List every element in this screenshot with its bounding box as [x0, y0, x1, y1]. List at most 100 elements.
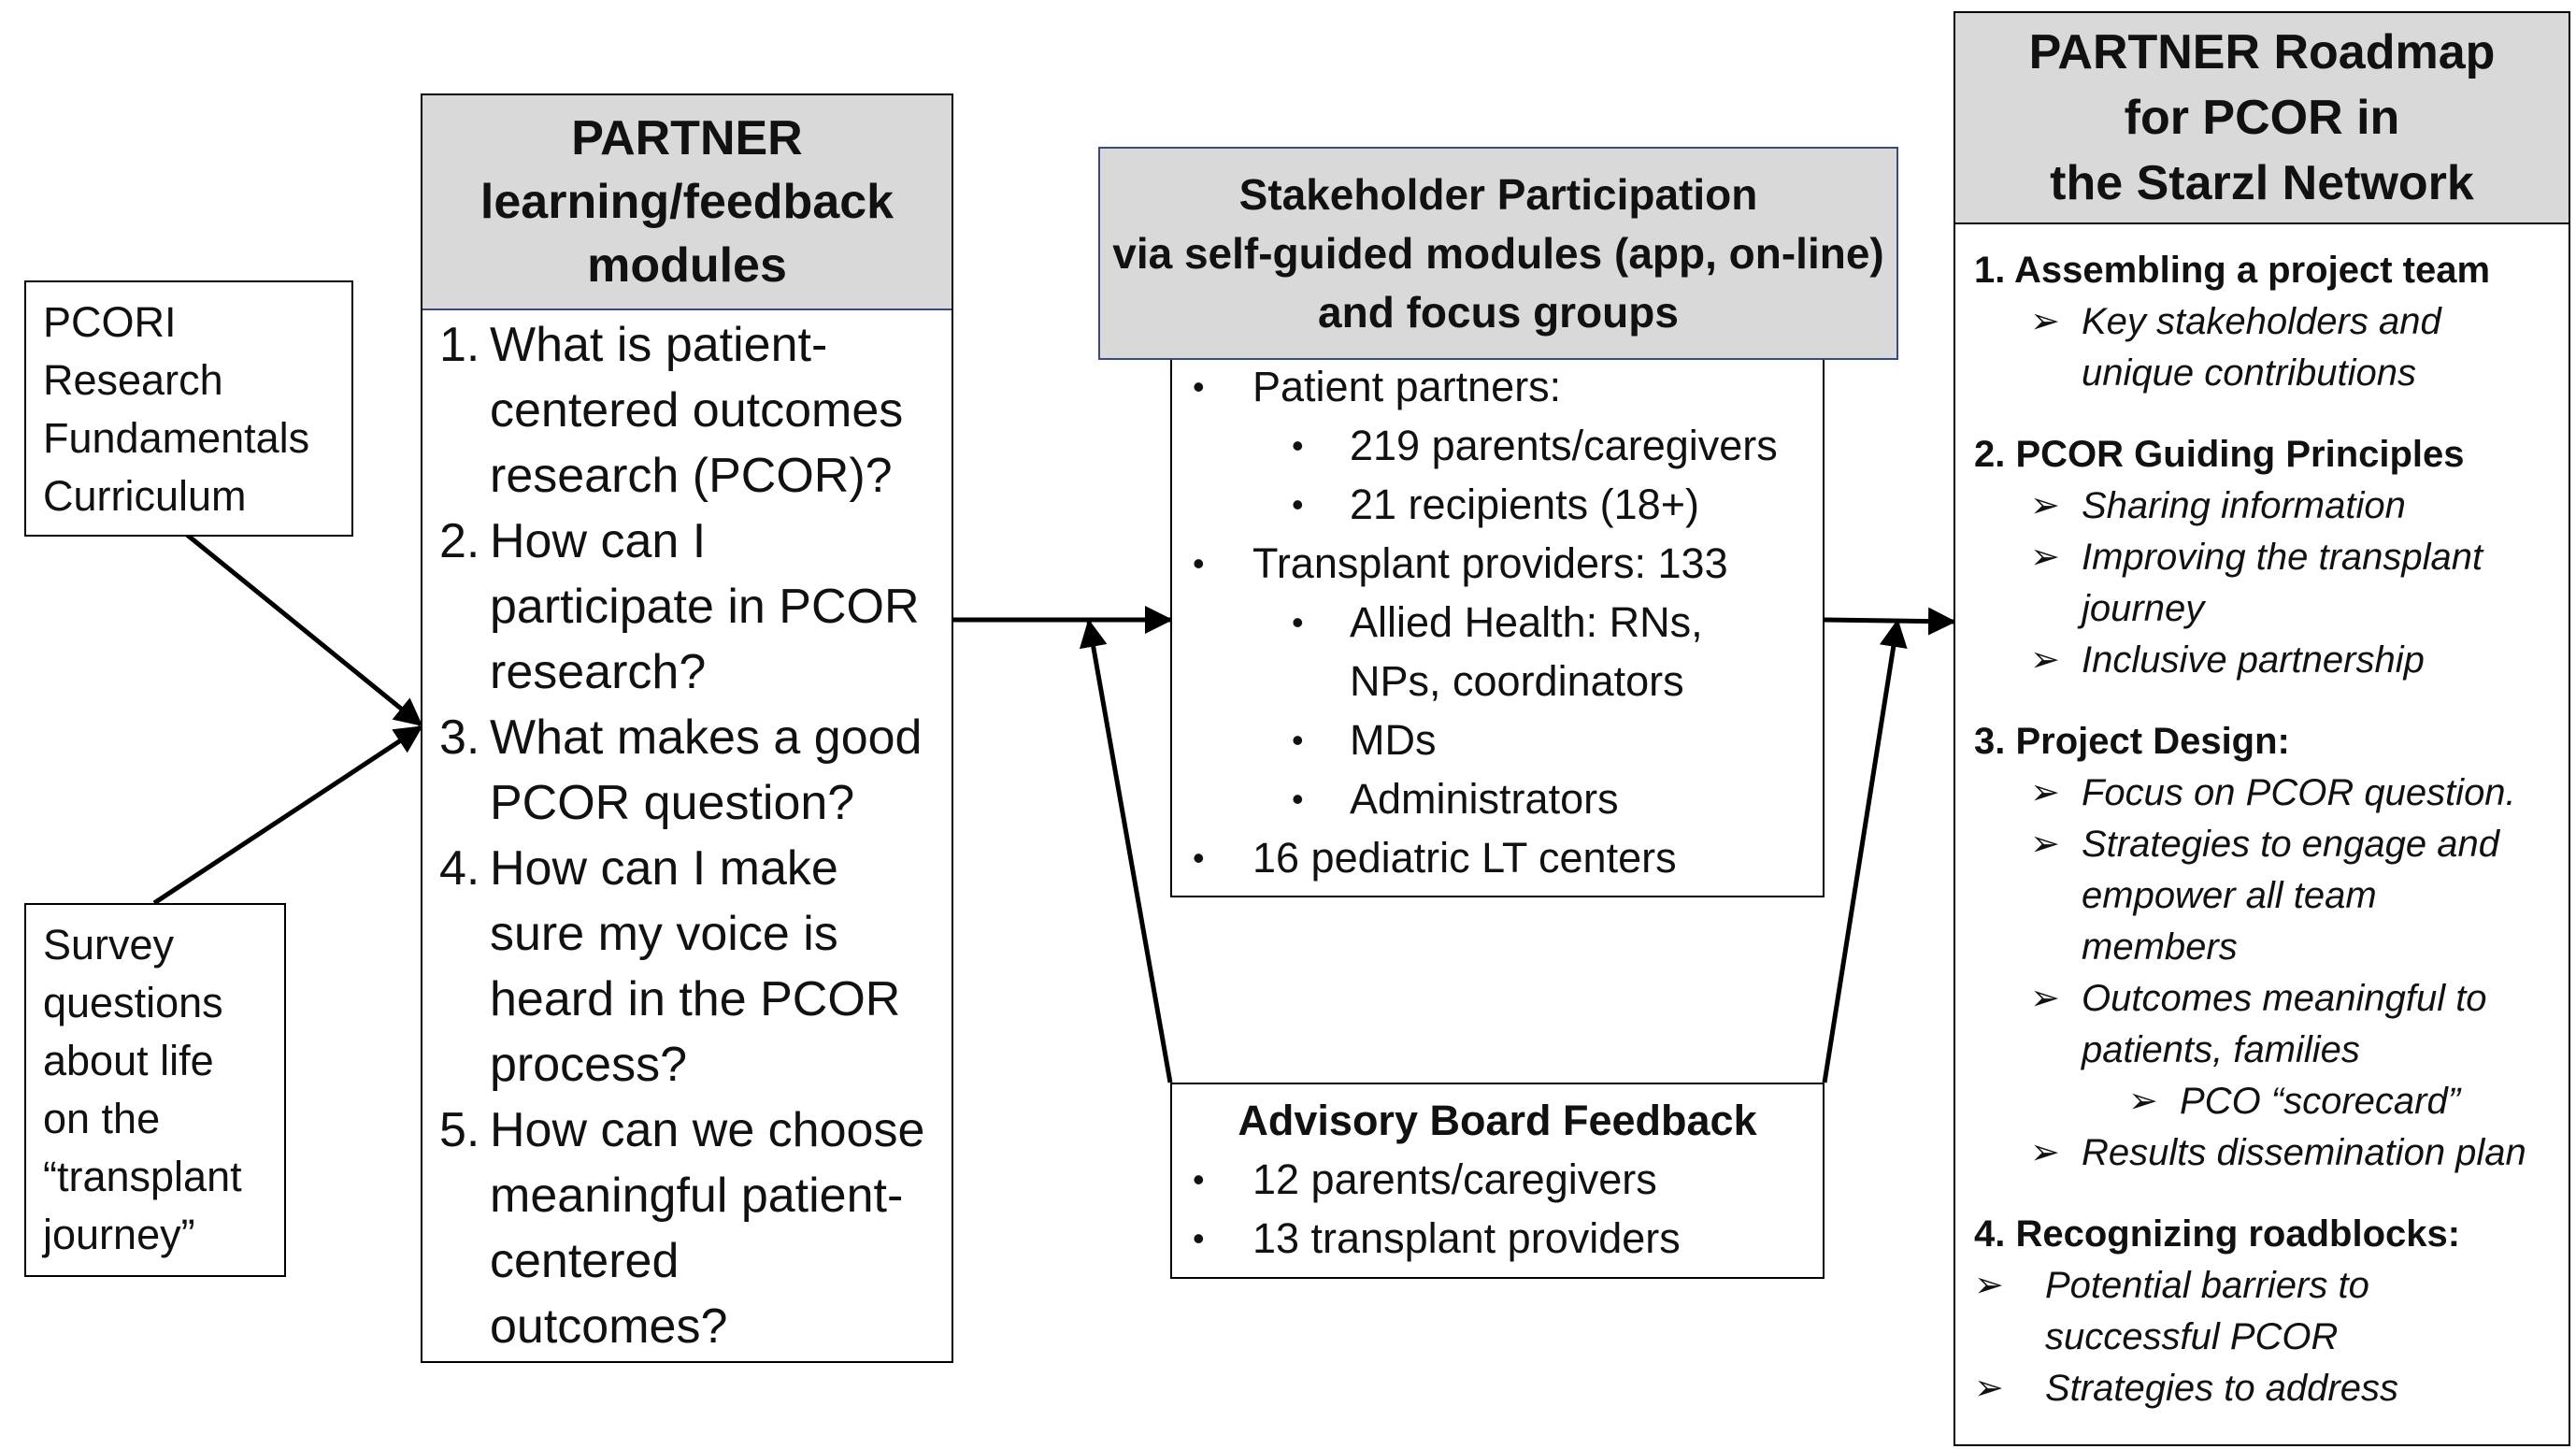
roadmap-item-text: PCO “scorecard” — [2180, 1081, 2461, 1122]
module-text: research (PCOR)? — [490, 449, 893, 503]
modules-title-line: PARTNER — [571, 111, 803, 165]
roadmap-section-heading: 4. Recognizing roadblocks: — [1974, 1213, 2461, 1255]
roadmap-item-text: empower all team — [2082, 875, 2377, 916]
stakeholder-title-line: and focus groups — [1318, 287, 1679, 337]
roadmap-item: ➢ Strategies to address — [1955, 1363, 2569, 1414]
survey-questions-text: Survey questions about life on the “tran… — [26, 905, 284, 1275]
advisory-text: 12 parents/caregivers — [1252, 1155, 1657, 1203]
stakeholder-item: • Allied Health: RNs, NPs, coordinators — [1172, 593, 1823, 710]
arrow-advisory-to-roadmap — [1822, 619, 1908, 1083]
modules-question-list: 1. What is patient- centered outcomes re… — [422, 310, 952, 1359]
module-text: research? — [490, 645, 707, 699]
roadmap-item-text: Sharing information — [2082, 485, 2406, 526]
roadmap-section-heading: 1. Assembling a project team — [1974, 250, 2491, 291]
arrow-advisory-to-modules — [1079, 619, 1173, 1083]
pcori-line: PCORI — [43, 298, 177, 346]
bullet-glyph: • — [1292, 426, 1304, 465]
modules-title-line: learning/feedback — [479, 175, 894, 229]
roadmap-item: ➢ Key stakeholders and unique contributi… — [1955, 296, 2569, 399]
module-number: 5. — [439, 1103, 480, 1157]
roadmap-title-line: for PCOR in — [2124, 91, 2400, 145]
module-text: meaningful patient- — [490, 1169, 904, 1223]
arrow-bullet-icon: ➢ — [2030, 825, 2060, 864]
pcori-line: Fundamentals — [43, 414, 310, 462]
stakeholder-title-line: via self-guided modules (app, on-line) — [1112, 228, 1884, 278]
stakeholder-item: • 16 pediatric LT centers — [1172, 828, 1823, 887]
modules-title-line: modules — [587, 238, 787, 293]
advisory-list: • 12 parents/caregivers • 13 transplant … — [1172, 1150, 1823, 1268]
bullet-glyph: • — [1193, 1219, 1205, 1257]
roadmap-item-text: Strategies to address — [2045, 1368, 2398, 1409]
stakeholder-text: Allied Health: RNs, — [1350, 598, 1703, 646]
roadmap-item-text: successful PCOR — [2045, 1316, 2339, 1357]
advisory-item: • 12 parents/caregivers — [1172, 1150, 1823, 1209]
stakeholder-text: 16 pediatric LT centers — [1252, 834, 1677, 882]
module-text: process? — [490, 1038, 687, 1092]
arrow-bullet-icon: ➢ — [2030, 773, 2060, 812]
advisory-item: • 13 transplant providers — [1172, 1209, 1823, 1268]
roadmap-item-text: Focus on PCOR question. — [2082, 772, 2516, 813]
pcori-curriculum-text: PCORI Research Fundamentals Curriculum — [26, 282, 351, 537]
roadmap-section-heading: 3. Project Design: — [1974, 721, 2290, 762]
stakeholder-text: 21 recipients (18+) — [1350, 481, 1699, 528]
module-question: 1. What is patient- centered outcomes re… — [422, 312, 952, 509]
roadmap-item-text: Strategies to engage and — [2082, 824, 2500, 865]
module-number: 4. — [439, 841, 480, 896]
roadmap-item-text: Potential barriers to — [2045, 1265, 2369, 1306]
partner-modules-header: PARTNER learning/feedback modules — [422, 95, 952, 310]
stakeholder-header: Stakeholder Participation via self-guide… — [1098, 147, 1898, 360]
roadmap-item: ➢ Results dissemination plan — [1955, 1127, 2569, 1179]
advisory-board-box: Advisory Board Feedback • 12 parents/car… — [1170, 1083, 1825, 1279]
roadmap-section-heading: 2. PCOR Guiding Principles — [1974, 434, 2465, 475]
bullet-glyph: • — [1193, 544, 1205, 582]
roadmap-header: PARTNER Roadmap for PCOR in the Starzl N… — [1955, 13, 2569, 224]
module-text: centered outcomes — [490, 383, 904, 438]
bullet-glyph: • — [1193, 1160, 1205, 1198]
module-text: centered — [490, 1234, 680, 1288]
stakeholder-participation-box: • Patient partners: • 219 parents/caregi… — [1170, 355, 1825, 897]
advisory-title: Advisory Board Feedback — [1238, 1097, 1757, 1144]
roadmap-item: ➢ Potential barriers to successful PCOR — [1955, 1260, 2569, 1363]
roadmap-item-text: Improving the transplant — [2082, 537, 2483, 578]
module-text: How can I make — [490, 841, 838, 896]
pcori-line: Curriculum — [43, 472, 247, 520]
bullet-glyph: • — [1193, 367, 1205, 406]
bullet-glyph: • — [1292, 721, 1304, 759]
roadmap-item: ➢ Improving the transplant journey — [1955, 532, 2569, 635]
roadmap-item-text: Inclusive partnership — [2082, 639, 2425, 681]
stakeholder-text: MDs — [1350, 716, 1437, 764]
roadmap-title-line: PARTNER Roadmap — [2028, 25, 2496, 79]
stakeholder-item: • Administrators — [1172, 769, 1823, 828]
arrow-bullet-icon: ➢ — [2128, 1082, 2158, 1121]
roadmap-item-text: Outcomes meaningful to — [2082, 978, 2487, 1019]
module-number: 2. — [439, 514, 480, 568]
roadmap-item: ➢ Inclusive partnership — [1955, 635, 2569, 686]
arrow-bullet-icon: ➢ — [2030, 302, 2060, 341]
module-text: PCOR question? — [490, 776, 855, 830]
arrow-stakeholder-to-roadmap — [1824, 607, 1956, 636]
roadmap-item: ➢ PCO “scorecard” — [1955, 1076, 2569, 1127]
survey-questions-box: Survey questions about life on the “tran… — [24, 903, 286, 1277]
arrow-bullet-icon: ➢ — [2030, 979, 2060, 1018]
stakeholder-title-line: Stakeholder Participation — [1238, 169, 1758, 219]
arrow-bullet-icon: ➢ — [1974, 1266, 2004, 1305]
arrow-pcori-to-modules — [185, 533, 423, 726]
advisory-text: 13 transplant providers — [1252, 1214, 1681, 1262]
module-text: sure my voice is — [490, 907, 838, 961]
module-text: heard in the PCOR — [490, 972, 901, 1026]
roadmap-item-text: patients, families — [2082, 1029, 2360, 1070]
stakeholder-item: • Patient partners: — [1172, 357, 1823, 416]
survey-line: “transplant — [43, 1153, 242, 1200]
partner-modules-box: PARTNER learning/feedback modules 1. Wha… — [421, 93, 953, 1363]
stakeholder-item: • Transplant providers: 133 — [1172, 534, 1823, 593]
stakeholder-text: Patient partners: — [1252, 363, 1562, 410]
module-text: participate in PCOR — [490, 580, 920, 634]
stakeholder-text: Administrators — [1350, 775, 1619, 823]
module-text: What is patient- — [490, 318, 828, 372]
module-text: What makes a good — [490, 710, 923, 765]
survey-line: journey” — [43, 1211, 195, 1258]
stakeholder-text: NPs, coordinators — [1350, 657, 1684, 705]
arrow-survey-to-modules — [152, 724, 423, 906]
arrow-bullet-icon: ➢ — [2030, 1133, 2060, 1172]
